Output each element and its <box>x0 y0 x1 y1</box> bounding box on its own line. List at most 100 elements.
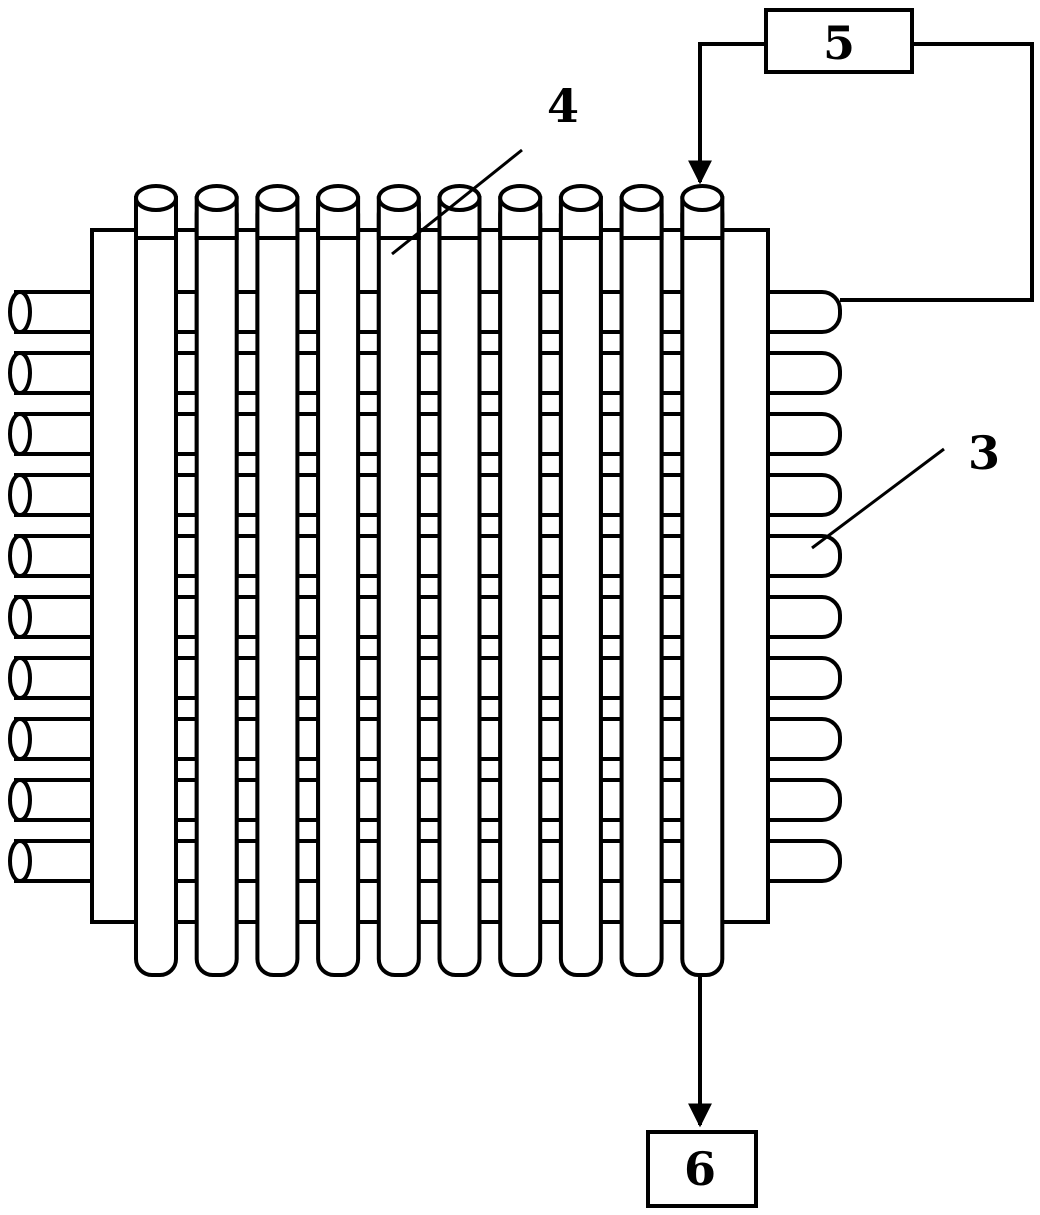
horizontal-tube-segment <box>416 656 442 700</box>
vertical-tube-cap-8 <box>558 184 603 212</box>
horizontal-tube-segment <box>416 595 442 639</box>
horizontal-tube-segment <box>538 778 563 822</box>
horizontal-tube-segment <box>295 290 321 334</box>
horizontal-tube-segment <box>598 595 624 639</box>
vertical-tube-cap-9 <box>619 184 664 212</box>
horizontal-tube-segment <box>234 412 260 456</box>
horizontal-tube-segment <box>538 290 563 334</box>
horizontal-tube-segment <box>295 473 321 517</box>
horizontal-tube-segment <box>598 778 624 822</box>
vertical-tube-5 <box>376 196 421 977</box>
horizontal-tube-segment <box>295 534 321 578</box>
vertical-tube-cap-2 <box>194 184 239 212</box>
horizontal-tube-segment <box>234 351 260 395</box>
horizontal-tube-segment <box>174 290 199 334</box>
horizontal-tube-left-end-8 <box>8 717 32 761</box>
horizontal-tube-segment <box>659 656 685 700</box>
horizontal-tube-segment <box>295 595 321 639</box>
horizontal-tube-left-end-5 <box>8 534 32 578</box>
horizontal-tube-left-end-6 <box>8 595 32 639</box>
horizontal-tube-segment <box>295 778 321 822</box>
horizontal-tube-segment <box>477 534 503 578</box>
box-6-label: 6 <box>684 1142 716 1196</box>
vertical-tube-8 <box>558 196 603 977</box>
horizontal-tube-segment <box>416 717 442 761</box>
horizontal-tube-left-end-9 <box>8 778 32 822</box>
vertical-tube-9 <box>619 196 664 977</box>
horizontal-tube-segment <box>659 595 685 639</box>
horizontal-tube-segment <box>174 656 199 700</box>
vertical-tube-cap-10 <box>680 184 725 212</box>
horizontal-tube-segment <box>356 412 381 456</box>
horizontal-tube-segment <box>538 656 563 700</box>
horizontal-tube-segment <box>234 473 260 517</box>
horizontal-tube-segment <box>416 351 442 395</box>
horizontal-tube-segment <box>356 595 381 639</box>
horizontal-tube-segment <box>477 290 503 334</box>
horizontal-tube-segment <box>598 717 624 761</box>
horizontal-tube-segment <box>538 534 563 578</box>
horizontal-tube-segment <box>659 351 685 395</box>
horizontal-tube-segment <box>598 351 624 395</box>
horizontal-tube-segment <box>295 717 321 761</box>
horizontal-tube-segment <box>356 656 381 700</box>
wire-box5-to-right-tube <box>840 42 1034 302</box>
box-5 <box>764 8 914 74</box>
horizontal-tube-left-end-10 <box>8 839 32 883</box>
horizontal-tube-segment <box>416 290 442 334</box>
horizontal-tube-segment <box>659 473 685 517</box>
box-6 <box>646 1130 758 1208</box>
horizontal-tube-segment <box>356 534 381 578</box>
horizontal-tube-segment <box>538 412 563 456</box>
horizontal-tube-segment <box>477 473 503 517</box>
horizontal-tube-segment <box>659 839 685 883</box>
horizontal-tube-segment <box>356 839 381 883</box>
vertical-tube-2 <box>194 196 239 977</box>
horizontal-tube-segment <box>416 473 442 517</box>
horizontal-tube-segment <box>538 473 563 517</box>
horizontal-tube-segment <box>477 595 503 639</box>
label-3: 3 <box>968 426 1000 480</box>
horizontal-tube-segment <box>416 534 442 578</box>
vertical-tube-cap-3 <box>255 184 300 212</box>
horizontal-tube-segment <box>416 839 442 883</box>
horizontal-tube-segment <box>234 290 260 334</box>
leader-4 <box>391 148 523 256</box>
horizontal-tube-segment <box>295 656 321 700</box>
horizontal-tube-segment <box>174 717 199 761</box>
horizontal-tube-segment <box>598 839 624 883</box>
horizontal-tube-segment <box>356 351 381 395</box>
vertical-tube-4 <box>316 196 361 977</box>
horizontal-tube-segment <box>659 290 685 334</box>
horizontal-tube-left-end-7 <box>8 656 32 700</box>
horizontal-tube-segment <box>477 717 503 761</box>
vertical-tube-3 <box>255 196 300 977</box>
wire-box5-to-vertical-tube <box>688 42 766 185</box>
horizontal-tube-segment <box>477 778 503 822</box>
horizontal-tube-segment <box>234 778 260 822</box>
horizontal-tube-segment <box>659 717 685 761</box>
horizontal-tube-left-end-3 <box>8 412 32 456</box>
vertical-tube-10 <box>680 196 725 977</box>
horizontal-tube-segment <box>295 351 321 395</box>
horizontal-tube-segment <box>659 412 685 456</box>
horizontal-tube-segment <box>659 534 685 578</box>
horizontal-tube-segment <box>416 778 442 822</box>
horizontal-tube-segment <box>295 412 321 456</box>
horizontal-tube-segment <box>477 839 503 883</box>
horizontal-tube-segment <box>538 717 563 761</box>
horizontal-tube-segment <box>174 351 199 395</box>
horizontal-tube-segment <box>174 412 199 456</box>
horizontal-tube-segment <box>538 839 563 883</box>
horizontal-tube-segment <box>538 351 563 395</box>
horizontal-tube-segment <box>538 595 563 639</box>
horizontal-tube-segment <box>234 656 260 700</box>
horizontal-tube-segment <box>598 534 624 578</box>
horizontal-tube-segment <box>477 351 503 395</box>
horizontal-tube-segment <box>234 595 260 639</box>
horizontal-tube-segment <box>174 778 199 822</box>
horizontal-tube-segment <box>598 473 624 517</box>
vertical-tube-7 <box>498 196 543 977</box>
horizontal-tube-segment <box>234 717 260 761</box>
